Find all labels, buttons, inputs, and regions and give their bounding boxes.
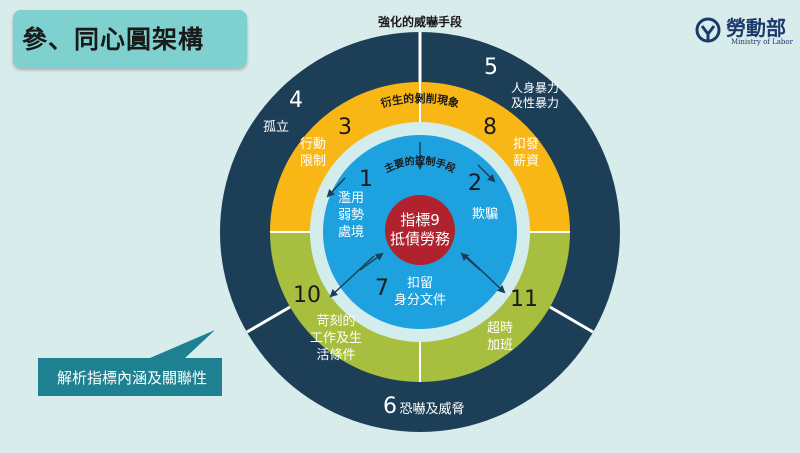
outer-divider-left <box>246 305 291 334</box>
indicator-6-text: 恐嚇及威脅 <box>399 402 464 417</box>
indicator-2-text: 欺騙 <box>472 206 498 222</box>
indicator-1-text: 濫用 <box>338 191 364 206</box>
indicator-2-number: 2 <box>468 171 482 196</box>
center-circle <box>385 195 455 265</box>
indicator-10-number: 10 <box>293 283 321 308</box>
arrow-lower-right-back <box>460 252 481 271</box>
page-title: 參、同心圓架構 <box>22 25 205 54</box>
arrow-lower-left <box>329 255 375 298</box>
indicator-11-text: 超時 <box>487 321 513 336</box>
indicator-7-number: 7 <box>375 276 389 301</box>
indicator-5-text: 及性暴力 <box>511 96 559 110</box>
logo-subtitle: Ministry of Labor <box>731 38 793 46</box>
indicator-11-number: 11 <box>510 287 538 312</box>
indicator-10-text: 活條件 <box>316 348 355 363</box>
outer-ring-label: 強化的威嚇手段 <box>378 14 463 29</box>
middle-ring-label: 衍生的剝削現象 <box>378 91 460 111</box>
indicator-4-number: 4 <box>289 88 303 113</box>
title-box <box>13 10 247 68</box>
indicator-8-number: 8 <box>483 115 497 140</box>
arrows <box>326 142 506 298</box>
arrow-lower-right <box>465 255 506 294</box>
indicator-3-text: 限制 <box>300 154 326 169</box>
indicator-4-text: 孤立 <box>263 120 289 135</box>
indicator-5-number: 5 <box>484 55 498 80</box>
indicator-1-text: 處境 <box>338 225 364 240</box>
indicator-3-text: 行動 <box>300 137 326 152</box>
indicator-8-text: 薪資 <box>513 154 539 169</box>
indicator-7-text: 身分文件 <box>394 292 446 308</box>
indicator-3-number: 3 <box>338 115 352 140</box>
callout-text: 解析指標內涵及關聯性 <box>56 369 207 387</box>
arrow-upper-right <box>477 164 496 183</box>
ministry-logo-icon <box>695 17 721 43</box>
indicator-10-text: 苛刻的 <box>316 313 355 329</box>
indicator-1-number: 1 <box>359 167 373 192</box>
logo-name: 勞動部 <box>726 16 786 40</box>
outer-divider-right <box>549 305 594 334</box>
indicator-6-number: 6 <box>383 394 397 419</box>
indicator-5-text: 人身暴力 <box>511 80 559 95</box>
indicator-8-text: 扣發 <box>513 137 539 152</box>
arrow-lower-left-back <box>359 252 384 271</box>
center-line1: 指標9 <box>400 211 440 229</box>
indicator-7-text: 扣留 <box>407 276 433 291</box>
indicator-11-text: 加班 <box>487 338 513 353</box>
indicator-1-text: 弱勢 <box>338 208 364 223</box>
callout-bubble <box>38 330 222 396</box>
arrow-upper-left <box>326 177 346 198</box>
center-line2: 抵債勞務 <box>390 230 450 248</box>
indicator-10-text: 工作及生 <box>310 331 362 346</box>
